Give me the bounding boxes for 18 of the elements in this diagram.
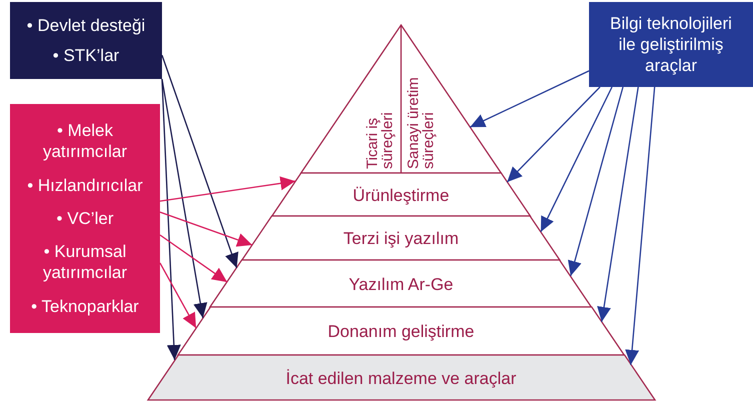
box-text: • Teknoparklar [31, 296, 139, 317]
box-text: • Devlet desteği [26, 14, 146, 36]
tools-box [589, 2, 753, 87]
tier-label: İcat edilen malzeme ve araçlar [286, 368, 516, 388]
support-box [10, 2, 162, 79]
rotated-label: Ticari iş süreçleri [364, 111, 395, 169]
box-text: Bilgi teknolojileri ile geliştirilmiş araçlar [609, 12, 733, 76]
tier-label: Donanım geliştirme [328, 322, 474, 342]
tier-label: Terzi işi yazılım [343, 229, 459, 249]
box-text: • VC’ler [56, 208, 114, 230]
box-text: • Melek yatırımcılar [42, 120, 128, 163]
rotated-label: Sanayi üretim süreçleri [406, 76, 436, 169]
tier-label: Ürünleştirme [352, 186, 450, 206]
tier-label: Yazılım Ar-Ge [348, 274, 454, 294]
box-text: • STK’lar [52, 44, 120, 66]
box-text: • Hızlandırıcılar [27, 174, 143, 196]
box-text: • Kurumsal yatırımcılar [42, 241, 128, 284]
investor-box [10, 104, 160, 333]
